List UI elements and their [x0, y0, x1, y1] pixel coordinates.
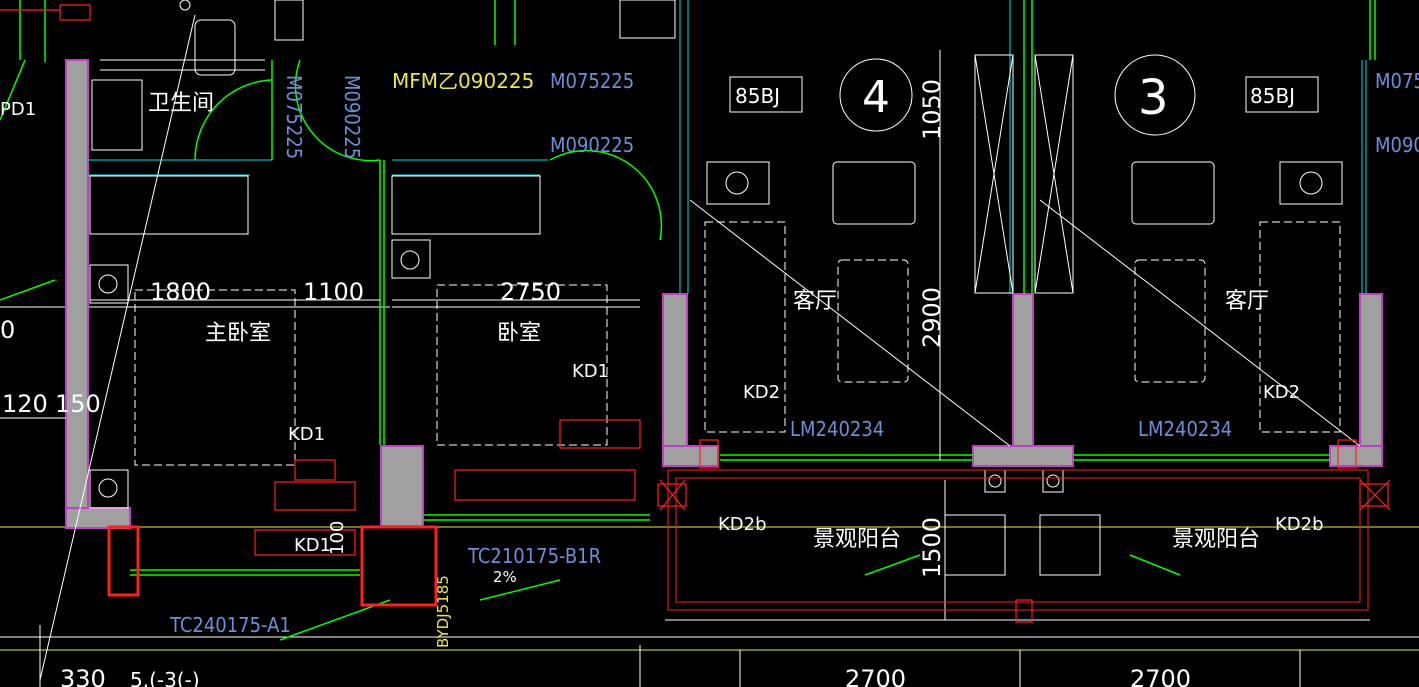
- room-bedroom: 卧室: [497, 321, 541, 346]
- dim-1800: 1800: [150, 278, 211, 306]
- room-bathroom: 卫生间: [148, 91, 214, 116]
- dim-2900: 2900: [918, 287, 946, 348]
- wall-center-pier: [1012, 293, 1034, 467]
- wall-mid-pier: [380, 445, 424, 527]
- door-m075225-vert: M075225: [282, 75, 306, 159]
- window-tags: LM240234 LM240234 TC240175-A1 TC210175-B…: [169, 417, 1232, 637]
- green-lines: [0, 0, 1376, 641]
- dimension-labels: 1800 1100 2750 120 150 330 2700 2700 5.(…: [0, 79, 1191, 687]
- wall-left-vertical: [65, 59, 89, 529]
- cyan-lines: [88, 0, 1367, 294]
- room-balcony-left: 景观阳台: [813, 527, 901, 552]
- highlight-box-center: [360, 525, 438, 607]
- tag-kd2b-right: KD2b: [1275, 514, 1324, 535]
- axis-lines: [0, 306, 1419, 687]
- highlight-box-left: [107, 525, 140, 597]
- door-m075-edge: M075: [1375, 69, 1419, 93]
- window-lm-right: LM240234: [1138, 417, 1232, 441]
- dim-1050: 1050: [918, 79, 946, 140]
- bj-right-label: 85BJ: [1250, 84, 1295, 108]
- unit-3-circle: [1114, 54, 1196, 136]
- bj-labels: 85BJ 85BJ: [735, 84, 1295, 108]
- tag-kd2-left: KD2: [743, 382, 780, 403]
- dim-150: 150: [55, 390, 101, 418]
- unit-3-label: 3: [1138, 70, 1169, 126]
- walls: [65, 59, 1383, 529]
- tag-kd1-b: KD1: [288, 424, 325, 445]
- door-mfm: MFM乙090225: [392, 69, 534, 93]
- dim-120: 120: [2, 390, 48, 418]
- wall-center-foot: [972, 445, 1074, 467]
- tag-kd2b-left: KD2b: [718, 514, 767, 535]
- door-m090225-mid: M090225: [550, 133, 634, 157]
- room-labels: 卫生间 主卧室 卧室 客厅 客厅 景观阳台 景观阳台: [148, 91, 1269, 552]
- tag-pd1: PD1: [0, 99, 36, 120]
- left-zero: 0: [0, 316, 15, 344]
- unit-markers: 4 3: [862, 70, 1169, 126]
- tag-kd1-a: KD1: [572, 361, 609, 382]
- bj-box-right: [1245, 76, 1319, 113]
- room-living-right: 客厅: [1225, 289, 1269, 314]
- window-tc210175: TC210175-B1R: [467, 544, 601, 568]
- wall-left-foot: [65, 507, 131, 529]
- door-m075225-top: M075225: [550, 69, 634, 93]
- dim-2750: 2750: [500, 278, 561, 306]
- dim-slope: 2%: [493, 568, 517, 586]
- tag-kd1-c: KD1: [294, 535, 331, 556]
- unit-4-label: 4: [862, 72, 890, 123]
- equipment-labels: KD1 KD1 KD1 KD2 KD2 KD2b KD2b PD1: [0, 99, 1324, 556]
- furniture: [0, 0, 1370, 687]
- dim-2700a: 2700: [845, 665, 906, 687]
- window-bydj: BYDJ5185: [434, 575, 452, 648]
- wall-living-left: [662, 293, 688, 467]
- room-living-left: 客厅: [793, 289, 837, 314]
- wall-living-right: [1359, 293, 1383, 467]
- highlight-boxes: [107, 525, 438, 607]
- red-details: [0, 4, 1391, 623]
- room-master-bedroom: 主卧室: [205, 321, 271, 346]
- dim-1100: 1100: [303, 278, 364, 306]
- dim-1500: 1500: [918, 517, 946, 578]
- room-balcony-right: 景观阳台: [1172, 527, 1260, 552]
- bj-left-label: 85BJ: [735, 84, 780, 108]
- door-m090-edge: M090: [1375, 133, 1419, 157]
- dim-330: 330: [60, 665, 106, 687]
- window-tc240175: TC240175-A1: [169, 613, 291, 637]
- wall-living-left-foot: [662, 445, 719, 467]
- bj-box-left: [729, 76, 803, 113]
- bottom-note: 5.(-3(-): [130, 668, 200, 687]
- door-m090225-vert: M090225: [340, 75, 364, 159]
- window-lm-left: LM240234: [790, 417, 884, 441]
- unit-4-circle: [839, 58, 913, 132]
- tag-kd2-right: KD2: [1263, 382, 1300, 403]
- door-tags: M075225 M090225 M075225 M090225 M075 M09…: [282, 69, 1419, 159]
- dim-100: 100: [327, 521, 348, 555]
- dim-2700b: 2700: [1130, 665, 1191, 687]
